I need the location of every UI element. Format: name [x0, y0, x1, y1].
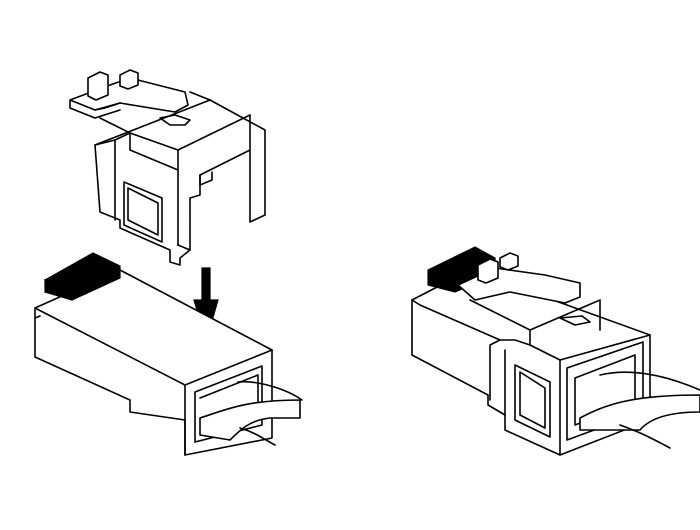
boot-clip-separate	[69, 69, 266, 266]
connector-with-cable	[34, 252, 303, 456]
assembled-connector	[411, 246, 700, 456]
